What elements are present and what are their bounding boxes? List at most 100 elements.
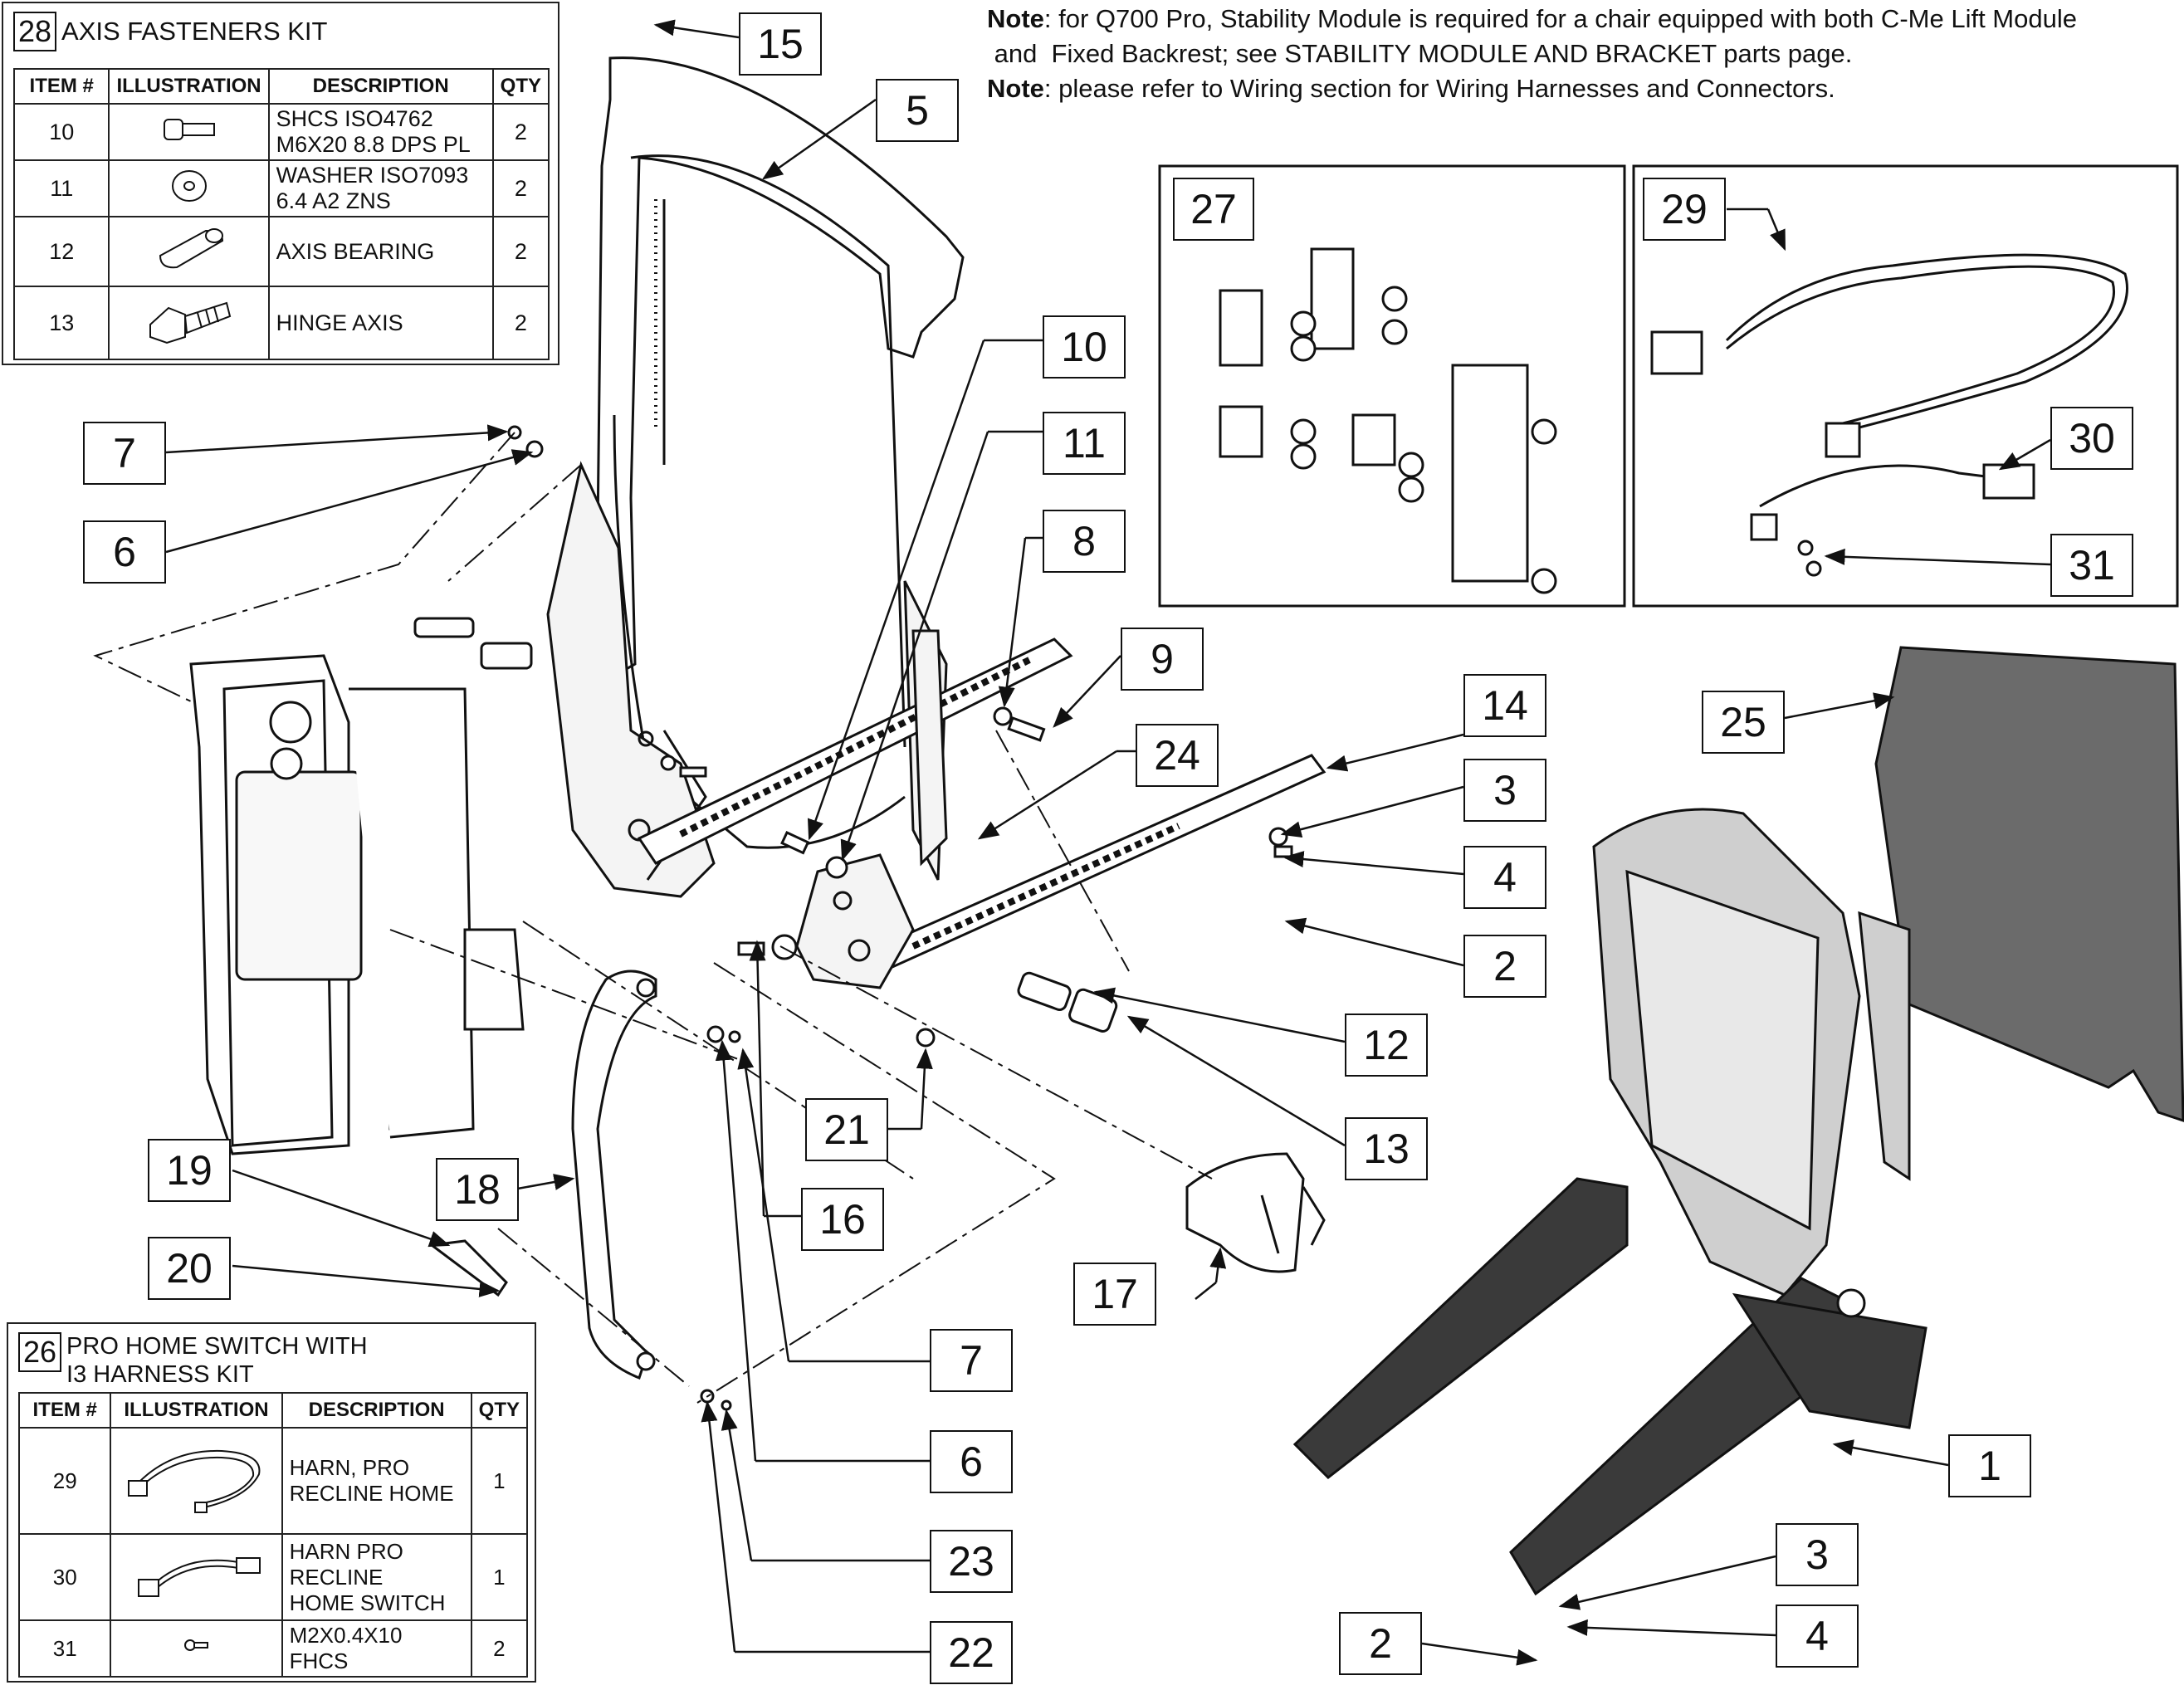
callout-6: 6: [930, 1430, 1013, 1493]
callout-20: 20: [148, 1237, 231, 1300]
table-row: 12 AXIS BEARING 2: [12, 216, 550, 287]
qty-value: 2: [491, 159, 550, 217]
item-number: 10: [12, 103, 110, 161]
description-line: HOME SWITCH: [289, 1590, 446, 1615]
callout-22: 22: [930, 1621, 1013, 1684]
cover-cap: [1185, 1152, 1326, 1273]
note-label: Note: [987, 74, 1044, 103]
axis-bearing-icon: [159, 227, 223, 268]
callout-18: 18: [436, 1158, 519, 1221]
callout-7: 7: [83, 422, 166, 485]
item-number: 11: [12, 159, 110, 217]
description-line: AXIS BEARING: [276, 238, 435, 264]
description-line: SHCS ISO4762: [276, 106, 433, 131]
callout-5: 5: [876, 79, 959, 142]
item-number: 29: [17, 1427, 112, 1535]
leader-lines: [165, 19, 2051, 1666]
callout-3: 3: [1776, 1523, 1859, 1586]
kit-number: 26: [18, 1332, 62, 1372]
kit-title: I3 HARNESS KIT: [66, 1361, 254, 1388]
note-text: : for Q700 Pro, Stability Module is requ…: [1043, 4, 2077, 33]
item-number: 13: [12, 286, 110, 360]
kit-title: PRO HOME SWITCH WITH: [66, 1333, 368, 1360]
callout-4: 4: [1776, 1605, 1859, 1668]
switch-harness-icon: [137, 1556, 261, 1597]
col-item: ITEM #: [12, 68, 110, 105]
item-number: 12: [12, 216, 110, 287]
small-screw-icon: [183, 1639, 208, 1651]
callout-4: 4: [1463, 846, 1546, 909]
col-qty: QTY: [470, 1392, 529, 1429]
harness-cable-icon: [127, 1449, 260, 1513]
item-number: 31: [17, 1619, 112, 1678]
callout-1: 1: [1948, 1434, 2031, 1497]
callout-9: 9: [1121, 628, 1204, 691]
callout-8: 8: [1043, 510, 1126, 573]
kit-table: ITEM # ILLUSTRATION DESCRIPTION QTY 29 H…: [17, 1392, 529, 1678]
qty-value: 2: [470, 1619, 529, 1678]
side-rail: [637, 629, 1327, 989]
callout-29: 29: [1643, 178, 1726, 241]
table-row: 13 HINGE AXIS 2: [12, 286, 550, 360]
description-line: M6X20 8.8 DPS PL: [276, 132, 471, 157]
description-line: HARN, PRO: [289, 1455, 410, 1480]
col-illustration: ILLUSTRATION: [110, 1392, 283, 1429]
callout-17: 17: [1073, 1263, 1156, 1326]
table-header-row: ITEM # ILLUSTRATION DESCRIPTION QTY: [12, 68, 550, 105]
col-illustration: ILLUSTRATION: [108, 68, 270, 105]
qty-value: 2: [491, 286, 550, 360]
col-qty: QTY: [491, 68, 550, 105]
description-line: HINGE AXIS: [276, 310, 403, 335]
qty-value: 2: [491, 103, 550, 161]
kit-number: 28: [13, 12, 57, 51]
callout-27: 27: [1173, 178, 1254, 241]
qty-value: 2: [491, 216, 550, 287]
backrest-frame: [546, 56, 965, 898]
callout-3: 3: [1463, 759, 1546, 822]
callout-31: 31: [2050, 534, 2133, 597]
callout-23: 23: [930, 1530, 1013, 1593]
lift-module: [189, 654, 525, 1155]
table-header-row: ITEM # ILLUSTRATION DESCRIPTION QTY: [17, 1392, 529, 1429]
callout-19: 19: [148, 1139, 231, 1202]
callout-15: 15: [739, 12, 822, 76]
description-line: RECLINE: [289, 1564, 384, 1590]
callout-12: 12: [1345, 1014, 1428, 1077]
description-line: HARN PRO: [289, 1538, 403, 1564]
callout-13: 13: [1345, 1117, 1428, 1180]
washer-icon: [171, 169, 207, 202]
item-number: 30: [17, 1533, 112, 1621]
description-line: 6.4 A2 ZNS: [276, 188, 391, 213]
notes-block: Note: for Q700 Pro, Stability Module is …: [987, 2, 2077, 106]
callout-16: 16: [801, 1188, 884, 1251]
col-description: DESCRIPTION: [267, 68, 494, 105]
assembled-view: [1292, 646, 2184, 1596]
note-label: Note: [987, 4, 1044, 33]
callout-30: 30: [2050, 407, 2133, 470]
description-line: WASHER ISO7093: [276, 163, 469, 188]
kit-title: AXIS FASTENERS KIT: [61, 17, 328, 46]
description-line: M2X0.4X10: [289, 1623, 403, 1648]
description-line: FHCS: [289, 1648, 349, 1673]
note-text: : please refer to Wiring section for Wir…: [1043, 74, 1835, 103]
description-line: RECLINE HOME: [289, 1481, 454, 1506]
kit-table: ITEM # ILLUSTRATION DESCRIPTION QTY 10 S…: [12, 68, 550, 360]
callout-2: 2: [1339, 1612, 1422, 1675]
note-text: and Fixed Backrest; see STABILITY MODULE…: [987, 39, 1853, 68]
callout-11: 11: [1043, 412, 1126, 475]
qty-value: 1: [470, 1533, 529, 1621]
hinge-axis-icon: [149, 301, 231, 344]
qty-value: 1: [470, 1427, 529, 1535]
callout-6: 6: [83, 520, 166, 584]
callout-21: 21: [805, 1098, 888, 1161]
callout-10: 10: [1043, 315, 1126, 379]
col-item: ITEM #: [17, 1392, 112, 1429]
